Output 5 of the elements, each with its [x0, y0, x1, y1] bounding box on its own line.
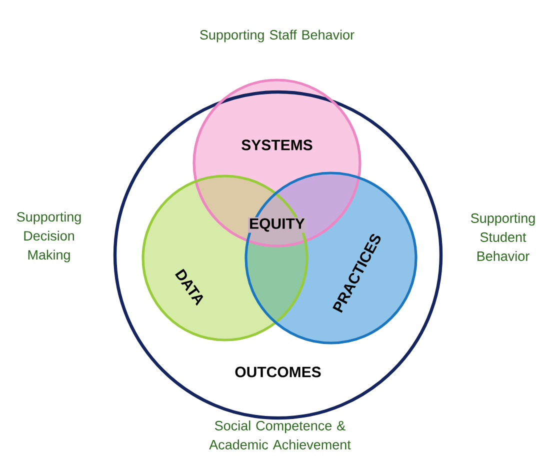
outcome-label: Supporting Student Behavior — [470, 213, 535, 261]
outcome-label: Supporting Staff Behavior — [200, 30, 354, 42]
region-label: EQUITY — [248, 217, 306, 233]
outcome-label: Supporting Decision Making — [16, 212, 81, 262]
outcome-label: Social Competence & Academic Achievement — [209, 420, 351, 450]
